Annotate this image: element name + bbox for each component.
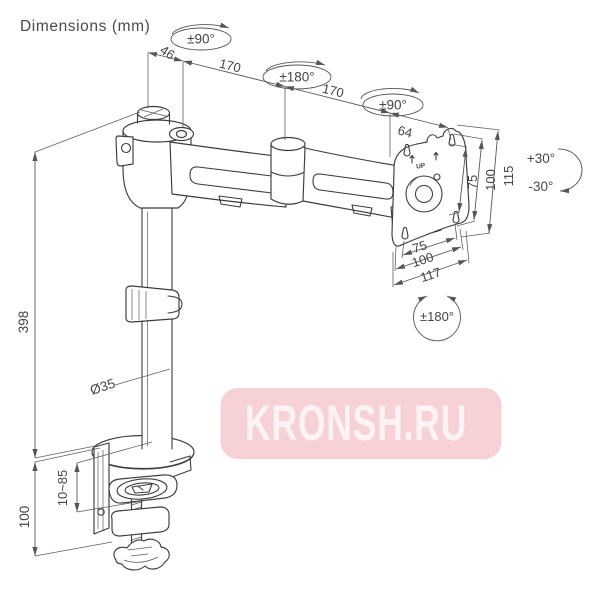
- pole: [125, 204, 183, 450]
- elbow-seam: [270, 171, 306, 177]
- label-64: 64: [396, 123, 414, 141]
- rotate-base-arrow: [171, 22, 230, 35]
- keyhole-slot-tl: [403, 143, 411, 157]
- vesa-plate: UP: [391, 127, 470, 247]
- rotate-vesa-ellipse: [362, 93, 424, 117]
- rotate-elbow-ellipse: [262, 64, 332, 90]
- page-title: Dimensions (mm): [20, 18, 150, 35]
- label-46: 46: [157, 42, 177, 63]
- label-diameter: Ø35: [88, 376, 117, 398]
- cable-clip-ribs: [131, 289, 147, 320]
- label-rotate-screen: ±180°: [420, 309, 454, 324]
- label-side-75: 75: [465, 175, 480, 189]
- label-170b: 170: [321, 81, 346, 101]
- label-bottom-117: 117: [418, 264, 442, 285]
- head-side-hole: [120, 142, 132, 154]
- rotate-screen-circle: [413, 295, 461, 342]
- label-398: 398: [16, 311, 31, 334]
- label-clamp-height: 100: [17, 506, 32, 529]
- dim-bottom-117: [393, 259, 468, 286]
- knob-detail: [123, 546, 159, 563]
- arm-lower: [168, 126, 287, 208]
- up-marking: UP: [416, 162, 427, 170]
- label-side-100: 100: [483, 169, 498, 191]
- plate-boss-outer: [405, 175, 443, 213]
- elbow-cap: [270, 136, 306, 152]
- clamp-screw-hole: [97, 508, 105, 516]
- boss-highlight: [409, 175, 422, 187]
- rotate-vesa-arrow: [360, 86, 420, 100]
- rotate-elbow-arrow: [265, 59, 326, 72]
- pole-sides: [141, 204, 173, 450]
- label-side-115: 115: [501, 166, 516, 187]
- dim-170b: [284, 86, 391, 114]
- clamp-back-plate: [93, 442, 110, 535]
- dim-170a: [182, 60, 286, 87]
- dim-side-115: [487, 130, 500, 234]
- dim-side-75: [457, 147, 468, 213]
- plate-boss-inner: [414, 184, 434, 204]
- cap-cross: [140, 108, 167, 118]
- label-clamp-range: 10~85: [55, 470, 70, 507]
- arm2-slot: [312, 173, 394, 200]
- dim-46: [147, 52, 184, 62]
- label-tilt-down: -30°: [529, 179, 554, 194]
- watermark-text: KRONSH.RU: [245, 395, 467, 451]
- rotate-base-ellipse: [170, 27, 232, 51]
- clamp-oval-outer: [116, 478, 168, 500]
- arm1-bolt-hex: [175, 129, 188, 139]
- clamp-oval-opening: [116, 478, 168, 500]
- rotation-indicators: [170, 22, 583, 342]
- keyhole-slot-tr: [448, 133, 456, 147]
- label-170a: 170: [218, 56, 243, 76]
- label-rotate-vesa: ±90°: [379, 98, 407, 113]
- plate-screw: [433, 173, 441, 181]
- label-rotate-elbow: ±180°: [279, 70, 314, 85]
- tilt-arrow: [557, 148, 583, 194]
- arm-upper: [302, 147, 402, 220]
- dim-side-100: [472, 139, 484, 221]
- arm2-clip: [351, 204, 373, 217]
- plate-outline: [391, 127, 470, 247]
- label-rotate-base: ±90°: [187, 32, 215, 47]
- clamp-lower-jaw: [111, 506, 170, 537]
- watermark: KRONSH.RU: [220, 388, 502, 459]
- label-bottom-100: 100: [410, 249, 435, 270]
- head-side-plate: [115, 135, 134, 167]
- arm1-clip: [218, 195, 243, 208]
- keyhole-slot-br: [452, 210, 460, 224]
- pole-fill: [142, 205, 172, 449]
- label-bottom-75: 75: [410, 237, 428, 256]
- watermark-box: [220, 388, 502, 459]
- label-tilt-up: +30°: [527, 151, 555, 166]
- clamp-oval-inner: [124, 482, 160, 496]
- cable-clip: [125, 285, 180, 323]
- up-arrow-icon: [409, 151, 439, 164]
- cable-clip-tab: [167, 295, 183, 314]
- elbow-joint: [270, 136, 306, 205]
- clamp-top-arm: [169, 455, 192, 478]
- desk-clamp: [93, 442, 192, 571]
- clamp-pad: [131, 483, 153, 494]
- clamp-back-slots: [97, 450, 104, 530]
